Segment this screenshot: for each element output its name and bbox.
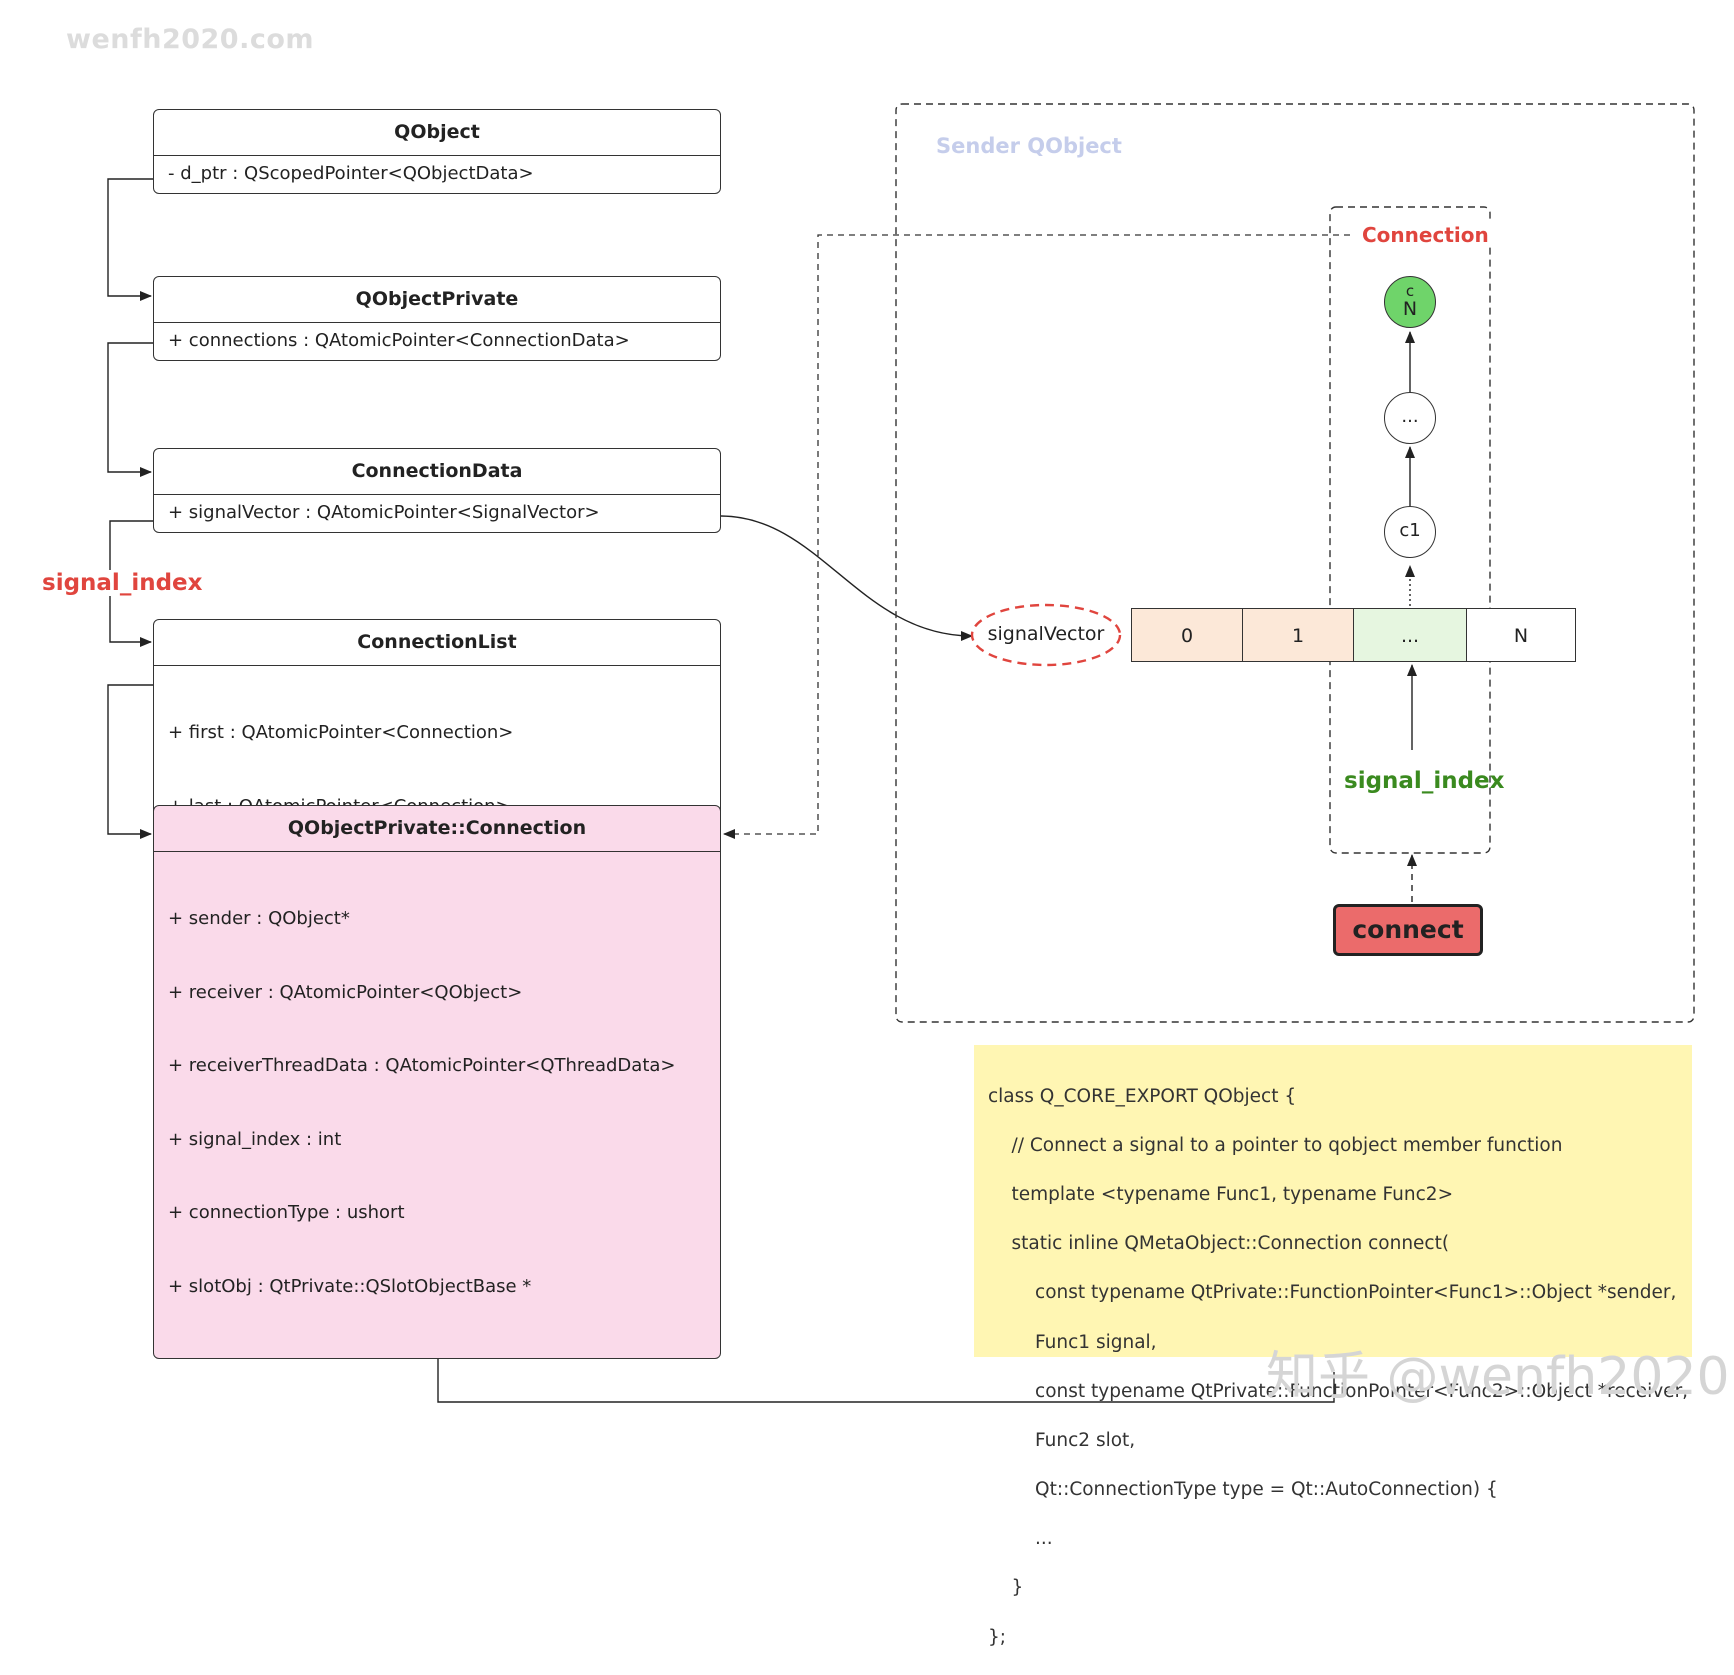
class-attribute: + receiverThreadData : QAtomicPointer<QT… — [168, 1055, 676, 1076]
class-qobject-name: QObject — [154, 110, 720, 156]
class-attribute: - d_ptr : QScopedPointer<QObjectData> — [168, 163, 534, 184]
code-line: Func1 signal, — [988, 1331, 1157, 1353]
class-qobject-private-name: QObjectPrivate — [154, 277, 720, 323]
class-attribute: + connections : QAtomicPointer<Connectio… — [168, 330, 630, 351]
node-ellipsis: ... — [1384, 392, 1436, 444]
class-attribute: + signal_index : int — [168, 1128, 342, 1150]
code-line: // Connect a signal to a pointer to qobj… — [988, 1134, 1563, 1156]
code-line: class Q_CORE_EXPORT QObject { — [988, 1085, 1297, 1107]
link-signalvector-curve — [720, 515, 973, 641]
link-qobject-to-private — [107, 178, 153, 301]
code-line: const typename QtPrivate::FunctionPointe… — [988, 1380, 1689, 1402]
watermark-bottom: 知乎 @wenfh2020 — [1266, 1347, 1730, 1407]
class-qobject-private: QObjectPrivate + connections : QAtomicPo… — [153, 276, 721, 361]
code-line: const typename QtPrivate::FunctionPointe… — [988, 1282, 1677, 1304]
node-cn: c N — [1384, 276, 1436, 328]
code-note — [974, 1045, 1692, 1357]
left-signal-index-label: signal_index — [40, 570, 205, 596]
connection-title: Connection — [1356, 223, 1495, 247]
sender-qobject-box — [895, 103, 1695, 1023]
class-attribute: + slotObj : QtPrivate::QSlotObjectBase * — [168, 1275, 532, 1297]
class-connection-data-name: ConnectionData — [154, 449, 720, 495]
class-qobject: QObject - d_ptr : QScopedPointer<QObject… — [153, 109, 721, 194]
vector-cell: 0 — [1131, 608, 1243, 662]
code-line: ... — [988, 1528, 1053, 1550]
class-connection-name: QObjectPrivate::Connection — [154, 806, 720, 852]
vector-cell: 1 — [1242, 608, 1354, 662]
signalvector-ellipse — [970, 603, 1122, 667]
connection-box — [1329, 206, 1491, 854]
node-c1: c1 — [1384, 506, 1436, 558]
class-attribute: + connectionType : ushort — [168, 1202, 405, 1223]
right-signal-index-label: signal_index — [1344, 768, 1505, 794]
class-connection: QObjectPrivate::Connection + sender : QO… — [153, 805, 721, 1359]
class-attribute: + first : QAtomicPointer<Connection> — [168, 722, 514, 743]
class-connection-list-name: ConnectionList — [154, 620, 720, 666]
link-list-to-connection — [107, 684, 153, 839]
vector-cell: ... — [1353, 608, 1467, 662]
code-line: } — [988, 1577, 1024, 1599]
node-cn-lower: N — [1402, 298, 1418, 320]
code-line: Func2 slot, — [988, 1429, 1136, 1451]
link-private-to-connectiondata — [107, 342, 153, 477]
watermark-top: wenfh2020.com — [66, 24, 315, 55]
node-cn-upper: c — [1405, 282, 1415, 300]
signalvector-label: signalVector — [987, 623, 1105, 645]
class-attribute: + sender : QObject* — [168, 908, 350, 929]
connect-button[interactable]: connect — [1333, 904, 1483, 956]
class-connection-data: ConnectionData + signalVector : QAtomicP… — [153, 448, 721, 533]
code-line: static inline QMetaObject::Connection co… — [988, 1233, 1450, 1255]
link-connection-dashed — [723, 234, 1350, 839]
class-attribute: + signalVector : QAtomicPointer<SignalVe… — [168, 502, 600, 523]
sender-qobject-title: Sender QObject — [936, 134, 1122, 158]
code-line: template <typename Func1, typename Func2… — [988, 1183, 1454, 1205]
code-line: }; — [988, 1626, 1007, 1648]
code-line: Qt::ConnectionType type = Qt::AutoConnec… — [988, 1479, 1498, 1501]
vector-cell: N — [1466, 608, 1576, 662]
class-attribute: + receiver : QAtomicPointer<QObject> — [168, 981, 523, 1003]
